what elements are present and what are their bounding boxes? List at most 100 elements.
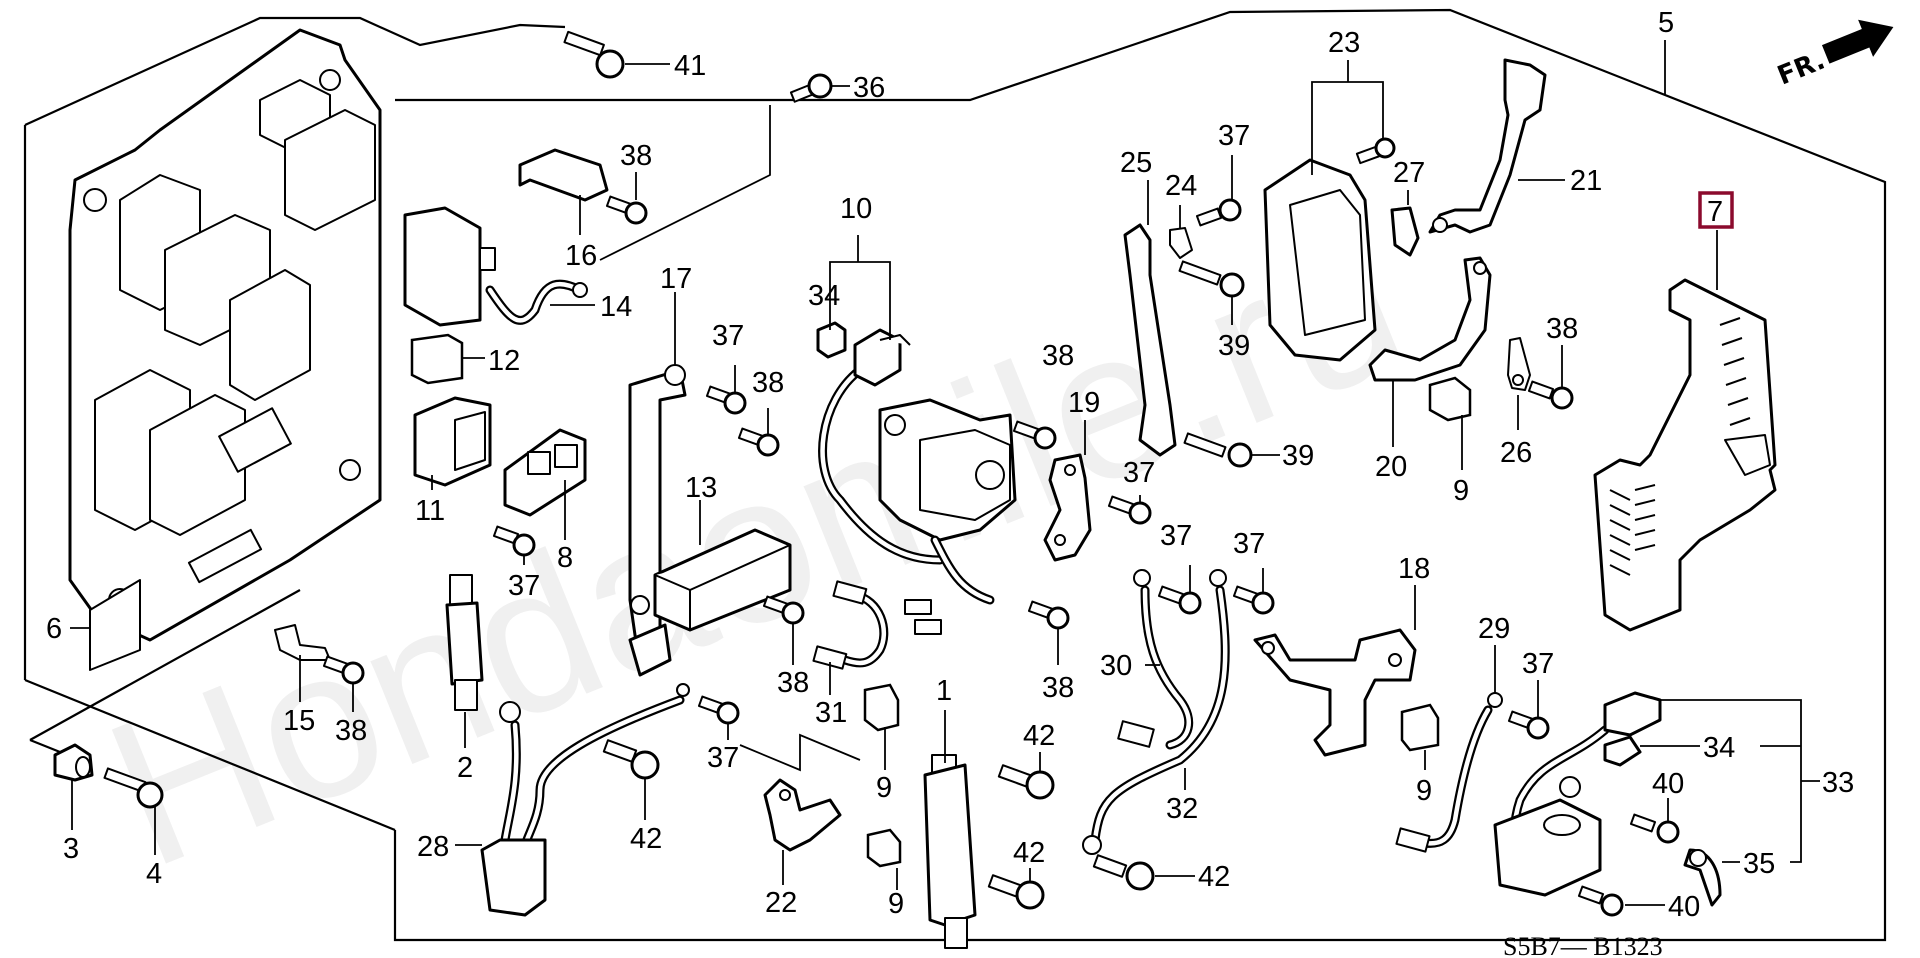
- callout-9[interactable]: 9: [888, 888, 904, 920]
- callout-39[interactable]: 39: [1282, 440, 1314, 472]
- part-42-bolt-b[interactable]: [997, 764, 1055, 800]
- part-42-bolt-c[interactable]: [987, 874, 1045, 910]
- callout-26[interactable]: 26: [1500, 437, 1532, 469]
- callout-8[interactable]: 8: [557, 542, 573, 574]
- callout-34[interactable]: 34: [1703, 732, 1735, 764]
- callout-38[interactable]: 38: [335, 715, 367, 747]
- callout-38[interactable]: 38: [1042, 340, 1074, 372]
- callout-19[interactable]: 19: [1068, 387, 1100, 419]
- part-28-harness[interactable]: [480, 683, 690, 917]
- part-22-bracket[interactable]: [763, 778, 842, 852]
- callout-14[interactable]: 14: [600, 291, 632, 323]
- part-38-screw-e[interactable]: [1027, 600, 1070, 630]
- callout-12[interactable]: 12: [488, 345, 520, 377]
- callout-37[interactable]: 37: [1233, 528, 1265, 560]
- part-1-fuse[interactable]: [923, 754, 977, 949]
- callout-31[interactable]: 31: [815, 697, 847, 729]
- part-36-bolt[interactable]: [789, 73, 833, 103]
- callout-40[interactable]: 40: [1652, 768, 1684, 800]
- part-37-screw-b[interactable]: [705, 385, 747, 415]
- callout-37[interactable]: 37: [707, 742, 739, 774]
- part-25-stay[interactable]: [1123, 223, 1177, 457]
- callout-37[interactable]: 37: [1218, 120, 1250, 152]
- callout-38[interactable]: 38: [1042, 672, 1074, 704]
- callout-39[interactable]: 39: [1218, 330, 1250, 362]
- callout-40[interactable]: 40: [1668, 891, 1700, 923]
- callout-13[interactable]: 13: [685, 472, 717, 504]
- part-23-screw[interactable]: [1355, 137, 1396, 165]
- part-27-clip[interactable]: [1390, 206, 1420, 257]
- callout-27[interactable]: 27: [1393, 157, 1425, 189]
- part-39-screw-b[interactable]: [1183, 432, 1253, 468]
- callout-11[interactable]: 11: [415, 495, 445, 527]
- callout-41[interactable]: 41: [674, 50, 706, 82]
- callout-2[interactable]: 2: [457, 752, 473, 784]
- callout-5[interactable]: 5: [1658, 7, 1674, 39]
- part-32-cable[interactable]: [1082, 569, 1230, 855]
- part-19-bracket[interactable]: [1043, 453, 1092, 562]
- part-20-busbar[interactable]: [1368, 256, 1492, 382]
- callout-7[interactable]: 7: [1707, 196, 1723, 228]
- part-10-harness[interactable]: [818, 328, 945, 565]
- callout-10[interactable]: 10: [840, 193, 872, 225]
- part-38-screw-d[interactable]: [1012, 420, 1057, 450]
- part-9-relay-d[interactable]: [1400, 703, 1440, 752]
- part-38-screw-g[interactable]: [322, 655, 365, 685]
- part-29-cable[interactable]: [1395, 692, 1503, 853]
- part-41-bolt[interactable]: [563, 30, 625, 79]
- callout-21[interactable]: 21: [1570, 165, 1602, 197]
- part-2-fuse[interactable]: [445, 574, 484, 711]
- callout-1[interactable]: 1: [936, 675, 952, 707]
- part-18-busbar[interactable]: [1253, 628, 1417, 757]
- callout-42[interactable]: 42: [630, 823, 662, 855]
- callout-22[interactable]: 22: [765, 887, 797, 919]
- part-37-screw-h[interactable]: [1507, 710, 1550, 740]
- part-42-bolt-d[interactable]: [1092, 854, 1155, 891]
- callout-37[interactable]: 37: [508, 570, 540, 602]
- callout-15[interactable]: 15: [283, 705, 315, 737]
- part-37-screw-g[interactable]: [697, 695, 740, 725]
- part-42-bolt-a[interactable]: [602, 739, 660, 780]
- part-30-cable[interactable]: [1117, 569, 1194, 750]
- part-9-relay-a[interactable]: [1428, 376, 1472, 422]
- part-23-control-unit[interactable]: [1263, 158, 1377, 362]
- callout-30[interactable]: 30: [1100, 650, 1132, 682]
- callout-37[interactable]: 37: [1522, 648, 1554, 680]
- callout-24[interactable]: 24: [1165, 170, 1197, 202]
- part-24-clip[interactable]: [1169, 227, 1193, 259]
- callout-9[interactable]: 9: [876, 772, 892, 804]
- callout-38[interactable]: 38: [620, 140, 652, 172]
- solenoid-unit[interactable]: [878, 398, 1017, 635]
- part-8-connector[interactable]: [503, 428, 587, 517]
- callout-29[interactable]: 29: [1478, 613, 1510, 645]
- part-11-relay[interactable]: [413, 396, 492, 487]
- callout-32[interactable]: 32: [1166, 793, 1198, 825]
- callout-42[interactable]: 42: [1198, 861, 1230, 893]
- part-40-screw-a[interactable]: [1629, 813, 1680, 844]
- part-26-terminal[interactable]: [1507, 337, 1531, 391]
- part-3-collar[interactable]: [53, 743, 94, 782]
- part-15-bracket[interactable]: [274, 624, 331, 661]
- callout-17[interactable]: 17: [660, 263, 692, 295]
- part-40-screw-b[interactable]: [1577, 885, 1624, 917]
- part-34-clip-a[interactable]: [816, 321, 847, 359]
- callout-38[interactable]: 38: [1546, 313, 1578, 345]
- callout-35[interactable]: 35: [1743, 848, 1775, 880]
- callout-28[interactable]: 28: [417, 831, 449, 863]
- part-37-screw-e[interactable]: [1157, 585, 1202, 615]
- callout-16[interactable]: 16: [565, 240, 597, 272]
- callout-42[interactable]: 42: [1023, 720, 1055, 752]
- callout-38[interactable]: 38: [752, 367, 784, 399]
- callout-3[interactable]: 3: [63, 833, 79, 865]
- callout-33[interactable]: 33: [1822, 767, 1854, 799]
- callout-36[interactable]: 36: [853, 72, 885, 104]
- callout-38[interactable]: 38: [777, 667, 809, 699]
- part-13-resistor[interactable]: [653, 528, 792, 632]
- part-38-screw-f[interactable]: [1527, 380, 1574, 410]
- callout-9[interactable]: 9: [1416, 775, 1432, 807]
- part-16-cover[interactable]: [518, 148, 609, 202]
- callout-20[interactable]: 20: [1375, 451, 1407, 483]
- part-37-screw-c[interactable]: [1195, 198, 1242, 227]
- callout-6[interactable]: 6: [46, 613, 62, 645]
- part-37-screw-f[interactable]: [1232, 585, 1275, 615]
